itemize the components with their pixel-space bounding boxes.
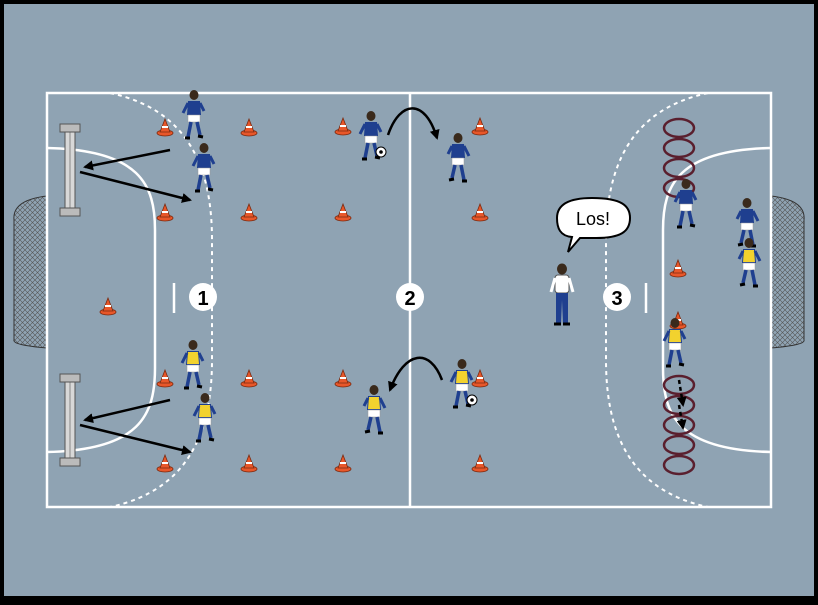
station-number-3: 3 [611, 288, 622, 310]
station-marker-2: 2 [396, 283, 424, 311]
cone-icon [240, 202, 258, 222]
arrow-icon-run-bottom [79, 423, 192, 455]
cone-icon [240, 368, 258, 388]
ring-icon [662, 434, 696, 456]
arrow-icon-dash-1 [676, 379, 687, 407]
ball-icon [466, 394, 478, 406]
player-icon [358, 111, 387, 161]
cone-icon [156, 202, 174, 222]
player-icon [735, 198, 760, 248]
ball-icon [375, 146, 387, 158]
goal-icon-frame-top [59, 123, 81, 217]
player-icon [181, 90, 206, 140]
cone-icon [334, 453, 352, 473]
player-icon [192, 393, 217, 443]
player-icon [446, 133, 471, 183]
cone-icon [156, 117, 174, 137]
ring-icon [662, 414, 696, 436]
player-icon [180, 340, 205, 390]
cone-icon [471, 202, 489, 222]
arrow-icon-dash-2 [676, 404, 687, 430]
ring-icon [662, 137, 696, 159]
player-icon [449, 359, 478, 409]
rings [662, 117, 696, 476]
cone-icon [669, 258, 687, 278]
cone-icon [334, 116, 352, 136]
station-number-2: 2 [404, 288, 415, 310]
arrow-icon-pass-top [83, 148, 171, 171]
cone-icon [99, 296, 117, 316]
cone-icon [240, 117, 258, 137]
ring-icon [662, 374, 696, 396]
speech-bubble-text: Los! [576, 209, 610, 229]
station-marker-3: 3 [603, 283, 631, 311]
ring-icon [662, 454, 696, 476]
cone-icon [334, 368, 352, 388]
coach-icon [549, 263, 575, 326]
ring-icon [662, 117, 696, 139]
arrow-icon-run-top [79, 170, 192, 203]
station-number-1: 1 [197, 288, 208, 310]
player-icon [662, 318, 687, 368]
goal-icon-right [770, 195, 805, 349]
cone-icon [240, 453, 258, 473]
arrow-icon-pass-bottom [83, 398, 171, 424]
speech-bubble: Los! [555, 196, 632, 253]
station-marker-1: 1 [189, 283, 217, 311]
arrow-icon-curve-top [386, 107, 440, 140]
goal-icon-frame-bottom [59, 373, 81, 467]
player-icon [191, 143, 216, 193]
cone-icon [334, 202, 352, 222]
arrows [79, 107, 687, 455]
player-icon [737, 238, 762, 288]
ring-icon [662, 394, 696, 416]
cone-icon [156, 453, 174, 473]
arrow-icon-curve-bottom [388, 356, 444, 392]
cones [99, 116, 687, 473]
ring-icon [662, 157, 696, 179]
pitch-lines [45, 91, 773, 509]
cone-icon [471, 116, 489, 136]
goal-icon-left [13, 195, 48, 349]
cone-icon [471, 368, 489, 388]
players [180, 90, 762, 443]
cone-icon [156, 368, 174, 388]
cone-icon [471, 453, 489, 473]
player-icon [673, 179, 698, 229]
player-icon [362, 385, 387, 435]
